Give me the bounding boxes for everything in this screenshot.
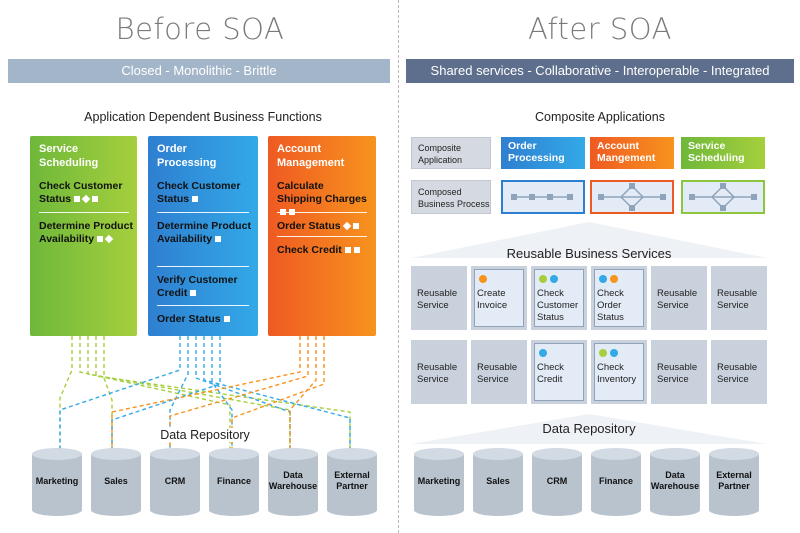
status-dot (539, 349, 547, 357)
function-item: Order Status (277, 220, 371, 233)
app-service-scheduling: Service Scheduling (681, 137, 765, 169)
service-create-invoice: Create Invoice (471, 266, 527, 330)
status-dot (539, 275, 547, 283)
service-label: Check Customer Status (537, 288, 579, 323)
repository-crm: CRM (532, 448, 582, 516)
services-header-band (411, 222, 767, 258)
function-item: Verify Customer Credit (157, 274, 238, 299)
service-label: Reusable Service (417, 288, 458, 311)
repository-crm: CRM (150, 448, 200, 516)
repository-label: CRM (164, 476, 186, 486)
separator (157, 212, 249, 213)
before-banner: Closed - Monolithic - Brittle (8, 59, 390, 83)
before-repo-title: Data Repository (130, 428, 280, 442)
reusable-service: Reusable Service (411, 340, 467, 404)
status-dot (479, 275, 487, 283)
process-order-processing (501, 180, 585, 214)
after-repo-title: Data Repository (542, 421, 636, 436)
repository-data-warehouse: Data Warehouse (650, 448, 700, 516)
service-check-inventory: Check Inventory (591, 340, 647, 404)
service-check-customer-status: Check Customer Status (531, 266, 587, 330)
repository-label: CRM (546, 476, 568, 486)
reusable-service: Reusable Service (411, 266, 467, 330)
center-divider (398, 0, 399, 533)
service-label: Reusable Service (717, 362, 758, 385)
repository-marketing: Marketing (32, 448, 82, 516)
status-dot (610, 275, 618, 283)
reusable-service: Reusable Service (711, 340, 767, 404)
reusable-service: Reusable Service (711, 266, 767, 330)
service-label: Check Credit (537, 362, 564, 385)
app-account-management: Account Mangement (590, 137, 674, 169)
separator (277, 212, 367, 213)
process-account-management (590, 180, 674, 214)
after-soa-title: After SOA (528, 12, 672, 46)
column-order-processing: Order Processing Check Customer Status D… (148, 136, 258, 336)
repository-finance: Finance (591, 448, 641, 516)
service-label: Check Order Status (597, 288, 624, 323)
column-account-management: Account Management Calculate Shipping Ch… (268, 136, 376, 336)
status-dot (599, 349, 607, 357)
before-soa-title: Before SOA (115, 12, 285, 46)
after-section-title: Composite Applications (535, 110, 665, 124)
function-item: Determine Product Availability (39, 220, 133, 245)
repository-sales: Sales (91, 448, 141, 516)
column-service-scheduling: Service Scheduling Check Customer Status… (30, 136, 137, 336)
repository-finance: Finance (209, 448, 259, 516)
separator (277, 236, 367, 237)
before-section-title: Application Dependent Business Functions (84, 110, 322, 124)
function-item: Check Customer Status (39, 180, 123, 205)
row-label-composed-process: Composed Business Process (411, 180, 491, 214)
repository-label: Data Warehouse (650, 470, 700, 491)
service-label: Check Inventory (597, 362, 637, 385)
after-banner: Shared services - Collaborative - Intero… (406, 59, 794, 83)
function-item: Determine Product Availability (157, 220, 251, 245)
app-order-processing: Order Processing (501, 137, 585, 169)
function-item: Calculate Shipping Charges (277, 180, 371, 219)
services-title: Reusable Business Services (506, 246, 672, 261)
service-label: Reusable Service (657, 362, 698, 385)
repository-label: Finance (216, 476, 251, 486)
service-label: Reusable Service (477, 362, 518, 385)
separator (39, 212, 129, 213)
column-header: Account Management (277, 143, 345, 169)
repository-label: Marketing (35, 476, 79, 486)
repository-label: Marketing (417, 476, 461, 486)
repo-header-band (411, 414, 767, 444)
service-check-credit: Check Credit (531, 340, 587, 404)
reusable-service: Reusable Service (471, 340, 527, 404)
status-dot (599, 275, 607, 283)
service-label: Reusable Service (717, 288, 758, 311)
repository-marketing: Marketing (414, 448, 464, 516)
service-label: Reusable Service (417, 362, 458, 385)
function-item: Order Status (157, 313, 251, 326)
repository-label: External Partner (334, 470, 370, 491)
service-label: Create Invoice (477, 288, 508, 311)
repository-label: Sales (104, 476, 128, 486)
separator (157, 305, 249, 306)
row-label-composite-application: Composite Application (411, 137, 491, 169)
function-item: Check Customer Status (157, 180, 241, 205)
repository-label: External Partner (716, 470, 752, 491)
reusable-service: Reusable Service (651, 266, 707, 330)
separator (157, 266, 249, 267)
service-label: Reusable Service (657, 288, 698, 311)
reusable-service: Reusable Service (651, 340, 707, 404)
status-dot (610, 349, 618, 357)
repository-external-partner: External Partner (327, 448, 377, 516)
repository-sales: Sales (473, 448, 523, 516)
column-header: Service Scheduling (39, 143, 99, 169)
status-dot (550, 275, 558, 283)
repository-label: Data Warehouse (268, 470, 318, 491)
repository-external-partner: External Partner (709, 448, 759, 516)
process-service-scheduling (681, 180, 765, 214)
repository-label: Sales (486, 476, 510, 486)
column-header: Order Processing (157, 143, 217, 169)
repository-data-warehouse: Data Warehouse (268, 448, 318, 516)
repository-label: Finance (598, 476, 633, 486)
function-item: Check Credit (277, 244, 371, 257)
service-check-order-status: Check Order Status (591, 266, 647, 330)
